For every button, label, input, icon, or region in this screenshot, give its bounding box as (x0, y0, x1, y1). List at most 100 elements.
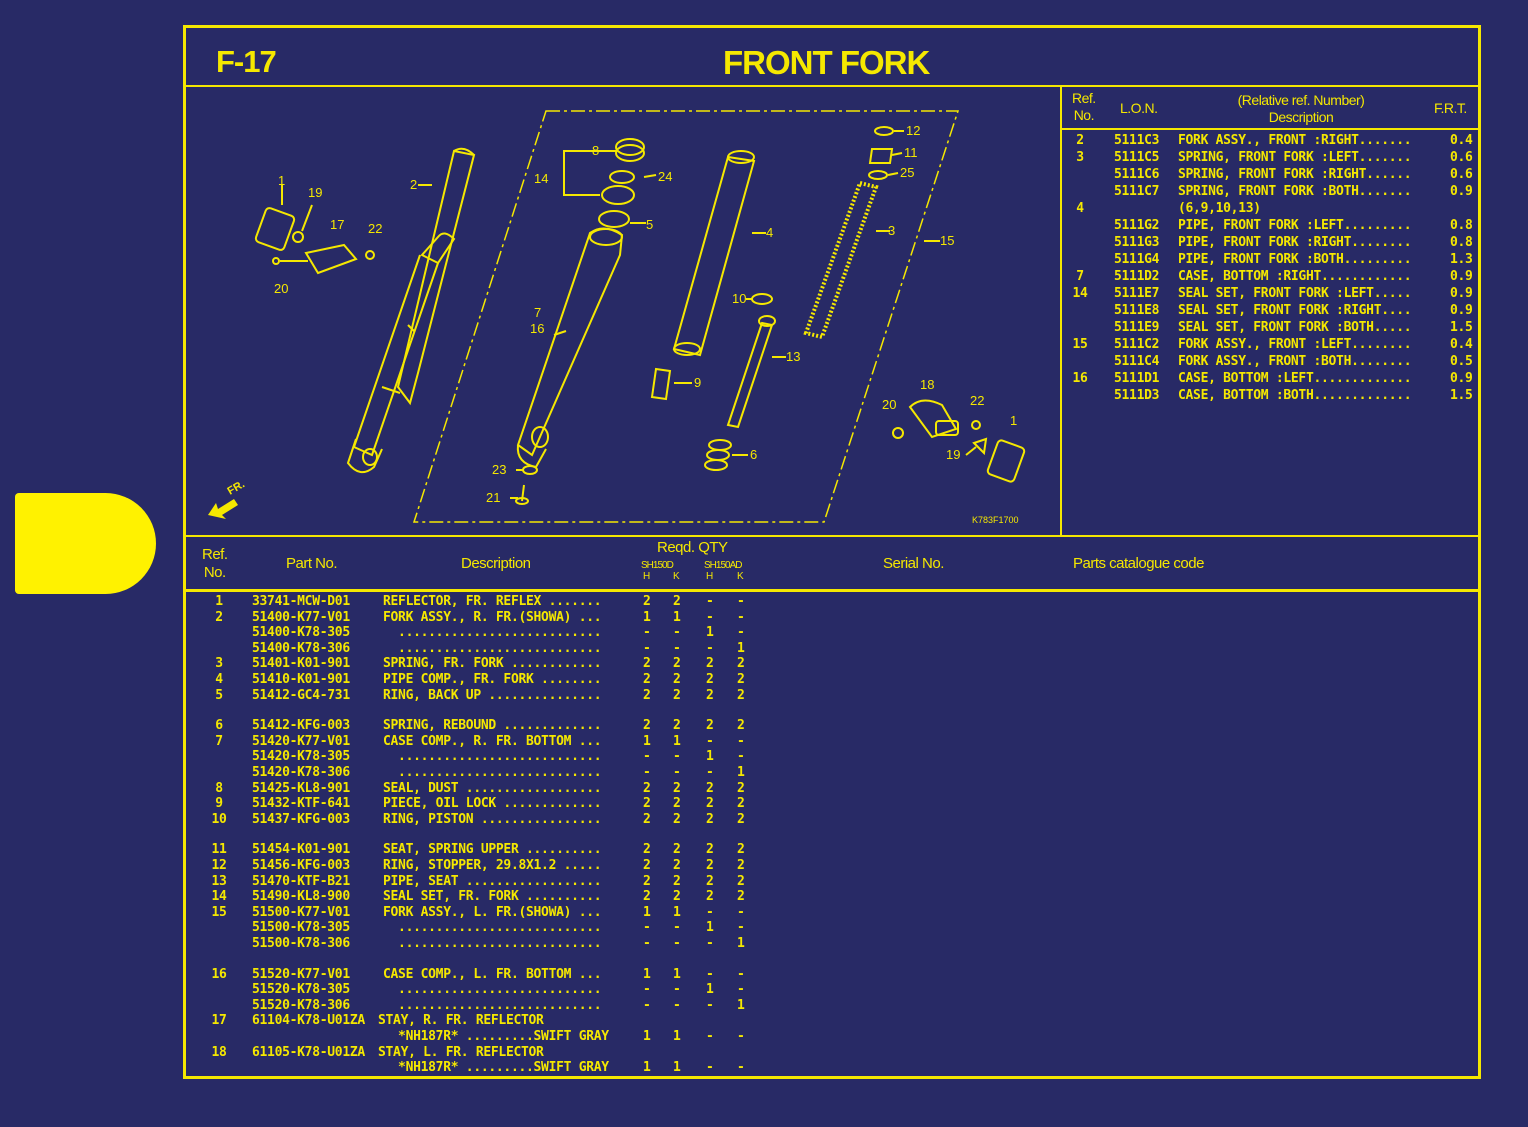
svg-text:1: 1 (278, 173, 285, 188)
part-number-cell[interactable]: 51500-K78-306 (252, 936, 350, 951)
part-number-cell[interactable]: 51412-GC4-731 (252, 687, 350, 703)
part-number-cell[interactable]: 51400-K78-306 (252, 640, 350, 656)
part-number-cell[interactable]: 51400-K77-V01 (252, 609, 350, 625)
ref-no-cell: 18 (211, 1044, 227, 1060)
qty-cell: - (643, 920, 651, 936)
frt-value-cell: 1.3 (1450, 252, 1473, 267)
svg-text:19: 19 (946, 447, 960, 462)
part-number-cell[interactable]: 51520-K78-306 (252, 997, 350, 1013)
frt-value-cell: 0.9 (1450, 371, 1473, 386)
part-number-cell[interactable]: 51420-K78-305 (252, 749, 350, 765)
part-number-cell[interactable]: 51401-K01-901 (252, 656, 350, 672)
qty-cell: 1 (673, 733, 681, 749)
description-cell: SEAL SET, FRONT FORK :BOTH..... (1178, 320, 1412, 335)
parts-list-row[interactable]: 51520-K78-305 ..........................… (186, 982, 786, 998)
description-cell: PIPE, SEAT .................. (383, 873, 602, 889)
parts-list-row[interactable]: 51420-K78-305 ..........................… (186, 749, 786, 765)
part-number-cell[interactable]: 33741-MCW-D01 (252, 594, 350, 609)
description-cell: CASE COMP., R. FR. BOTTOM ... (383, 733, 602, 749)
part-number-cell[interactable]: 51410-K01-901 (252, 672, 350, 687)
parts-list-row[interactable]: 51520-K78-306 ..........................… (186, 998, 786, 1014)
parts-list-row[interactable]: 51400-K78-305 ..........................… (186, 625, 786, 641)
header-h1: H (643, 571, 650, 582)
front-direction-arrow-icon: FR. (208, 478, 247, 519)
qty-cell: 2 (673, 858, 681, 873)
description-cell: ........................... (383, 749, 602, 765)
part-number-cell[interactable]: 51520-K77-V01 (252, 966, 350, 982)
part-number-cell[interactable]: 51400-K78-305 (252, 625, 350, 641)
header-ref-no: Ref. (202, 546, 228, 563)
parts-list-row[interactable]: 51420-K78-306 ..........................… (186, 765, 786, 781)
svg-text:25: 25 (900, 165, 914, 180)
part-number-cell[interactable]: 51425-KL8-901 (252, 780, 350, 796)
qty-cell: - (643, 625, 651, 641)
qty-cell: 2 (673, 672, 681, 687)
part-number-cell[interactable]: 61105-K78-U01ZA (252, 1044, 365, 1060)
qty-cell: 2 (643, 687, 651, 703)
part-number-cell[interactable]: 51490-KL8-900 (252, 889, 350, 905)
part-number-cell[interactable]: 51456-KFG-003 (252, 858, 350, 873)
part-number-cell[interactable]: 51454-K01-901 (252, 842, 350, 858)
description-cell: PIPE, FRONT FORK :LEFT......... (1178, 218, 1412, 233)
part-number-cell[interactable]: 51420-K77-V01 (252, 733, 350, 749)
part-number-cell[interactable]: 51432-KTF-641 (252, 796, 350, 812)
qty-cell: 2 (643, 889, 651, 905)
part-number-cell[interactable]: 51420-K78-306 (252, 765, 350, 780)
qty-cell: - (737, 1060, 745, 1076)
qty-cell: 2 (737, 873, 745, 889)
frt-table-row[interactable]: 4(6,9,10,13) (1062, 201, 1478, 218)
part-number-cell[interactable]: 51500-K78-305 (252, 920, 350, 936)
part-number-cell[interactable]: 51470-KTF-B21 (252, 873, 350, 889)
qty-cell: 2 (737, 687, 745, 703)
qty-cell: - (673, 936, 681, 951)
part-number-cell[interactable]: 51500-K77-V01 (252, 904, 350, 920)
part-number-cell[interactable]: 51520-K78-305 (252, 982, 350, 998)
parts-list-row[interactable]: 51400-K78-306 ..........................… (186, 641, 786, 657)
part-number-cell[interactable]: 61104-K78-U01ZA (252, 1013, 365, 1029)
side-tab-marker[interactable] (15, 493, 156, 594)
part-number-cell[interactable]: 51437-KFG-003 (252, 811, 350, 827)
diagram-image-code: K783F1700 (972, 515, 1019, 525)
description-cell: REFLECTOR, FR. REFLEX ....... (383, 594, 602, 609)
part-number-cell[interactable]: 51412-KFG-003 (252, 718, 350, 734)
parts-list-row[interactable]: 51500-K78-305 ..........................… (186, 920, 786, 936)
qty-cell: 2 (737, 718, 745, 734)
qty-cell: - (673, 749, 681, 765)
parts-list-row[interactable]: 51500-K78-306 ..........................… (186, 936, 786, 952)
